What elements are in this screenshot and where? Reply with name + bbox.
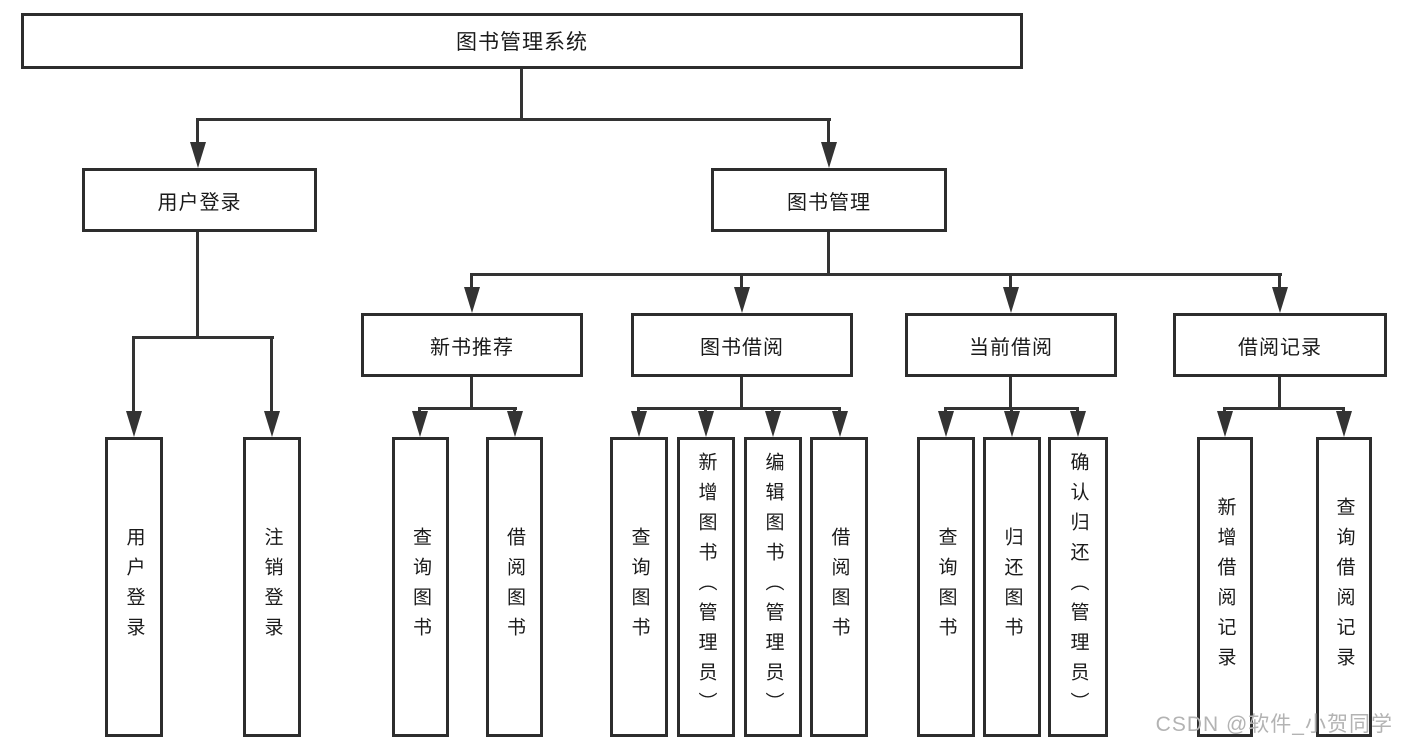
arrow-down-icon [698, 411, 714, 437]
arrow-down-icon [832, 411, 848, 437]
node-label: 新书推荐 [430, 336, 514, 359]
leaf-label: 编辑图书（管理员） [762, 452, 784, 722]
node-label: 图书管理 [787, 191, 871, 214]
csdn-watermark: CSDN @软件_小贺同学 [1155, 713, 1393, 736]
arrow-down-icon [734, 287, 750, 313]
arrow-down-icon [1003, 287, 1019, 313]
connector-vline [1010, 407, 1013, 414]
connector-hline [1223, 407, 1345, 410]
connector-vline [132, 336, 135, 413]
leaf-label: 查询图书 [410, 527, 431, 647]
connector-hline [470, 273, 1282, 276]
connector-vline [838, 407, 841, 414]
leaf-user-login: 用户登录 [105, 437, 163, 737]
arrow-down-icon [1272, 287, 1288, 313]
connector-vline [771, 407, 774, 414]
connector-vline [470, 377, 473, 407]
arrow-down-icon [1070, 411, 1086, 437]
leaf-label: 查询图书 [628, 527, 650, 647]
leaf-label: 新增借阅记录 [1214, 497, 1236, 677]
node-label: 用户登录 [157, 191, 242, 214]
leaf-current-query-book: 查询图书 [917, 437, 975, 737]
connector-vline [196, 232, 199, 336]
leaf-label: 确认归还（管理员） [1067, 452, 1089, 722]
node-label: 当前借阅 [969, 336, 1053, 359]
node-new-book-recommendation: 新书推荐 [361, 313, 583, 377]
connector-vline [513, 407, 516, 414]
node-label: 图书管理系统 [456, 31, 588, 54]
connector-vline [470, 273, 473, 289]
connector-vline [704, 407, 707, 414]
connector-vline [1278, 377, 1281, 407]
node-label: 借阅记录 [1238, 336, 1322, 359]
connector-vline [1223, 407, 1226, 414]
connector-vline [270, 336, 273, 413]
leaf-label: 注销登录 [261, 527, 283, 647]
leaf-current-return-book: 归还图书 [983, 437, 1041, 737]
leaf-logout-login: 注销登录 [243, 437, 301, 737]
leaf-label: 用户登录 [123, 527, 145, 647]
leaf-borrow-borrow-book: 借阅图书 [810, 437, 868, 737]
leaf-borrow-edit-book-admin: 编辑图书（管理员） [744, 437, 802, 737]
connector-vline [1009, 377, 1012, 407]
connector-hline [132, 336, 274, 339]
arrow-down-icon [190, 142, 206, 168]
connector-vline [520, 69, 523, 118]
connector-vline [1278, 273, 1281, 289]
connector-vline [196, 118, 199, 144]
connector-vline [418, 407, 421, 414]
connector-hline [418, 407, 517, 410]
node-current-borrowing: 当前借阅 [905, 313, 1117, 377]
node-borrowing-records: 借阅记录 [1173, 313, 1387, 377]
leaf-record-query-borrow-record: 查询借阅记录 [1316, 437, 1372, 737]
leaf-newrec-query-book: 查询图书 [392, 437, 449, 737]
arrow-down-icon [507, 411, 523, 437]
node-library-management-system: 图书管理系统 [21, 13, 1023, 69]
arrow-down-icon [264, 411, 280, 437]
leaf-label: 查询图书 [935, 527, 957, 647]
node-user-login: 用户登录 [82, 168, 317, 232]
arrow-down-icon [1336, 411, 1352, 437]
connector-vline [827, 118, 830, 144]
arrow-down-icon [821, 142, 837, 168]
connector-vline [1342, 407, 1345, 414]
leaf-borrow-add-book-admin: 新增图书（管理员） [677, 437, 735, 737]
arrow-down-icon [412, 411, 428, 437]
arrow-down-icon [1217, 411, 1233, 437]
leaf-current-confirm-return-admin: 确认归还（管理员） [1048, 437, 1108, 737]
leaf-newrec-borrow-book: 借阅图书 [486, 437, 543, 737]
connector-vline [1009, 273, 1012, 289]
node-book-borrowing: 图书借阅 [631, 313, 853, 377]
arrow-down-icon [765, 411, 781, 437]
arrow-down-icon [938, 411, 954, 437]
connector-vline [827, 232, 830, 273]
leaf-borrow-query-book: 查询图书 [610, 437, 668, 737]
connector-vline [1076, 407, 1079, 414]
node-label: 图书借阅 [700, 336, 784, 359]
arrow-down-icon [126, 411, 142, 437]
leaf-label: 新增图书（管理员） [695, 452, 717, 722]
leaf-label: 查询借阅记录 [1333, 497, 1355, 677]
leaf-record-add-borrow-record: 新增借阅记录 [1197, 437, 1253, 737]
connector-vline [637, 407, 640, 414]
connector-vline [944, 407, 947, 414]
arrow-down-icon [1004, 411, 1020, 437]
connector-hline [197, 118, 831, 121]
connector-vline [740, 377, 743, 407]
arrow-down-icon [464, 287, 480, 313]
leaf-label: 借阅图书 [504, 527, 525, 647]
leaf-label: 借阅图书 [828, 527, 850, 647]
connector-vline [740, 273, 743, 289]
connector-hline [637, 407, 841, 410]
node-book-management: 图书管理 [711, 168, 947, 232]
arrow-down-icon [631, 411, 647, 437]
leaf-label: 归还图书 [1001, 527, 1023, 647]
